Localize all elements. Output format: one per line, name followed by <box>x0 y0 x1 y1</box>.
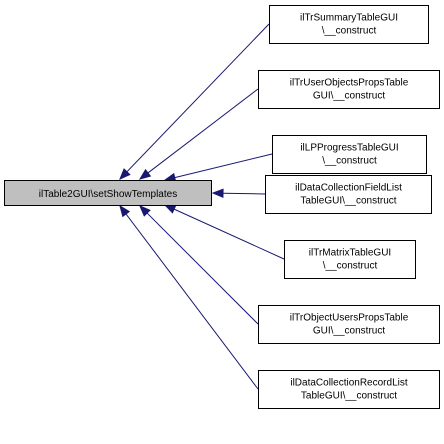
edge-arrowhead-2 <box>138 168 152 180</box>
caller-node-label-line-1: ilDataCollectionRecordList <box>290 378 407 389</box>
root-node-label: ilTable2GUI\setShowTemplates <box>39 189 177 200</box>
edge-line-4 <box>222 192 266 195</box>
edge-arrowhead-5 <box>163 204 177 214</box>
caller-node-label-line-1: ilTrSummaryTableGUI <box>300 13 398 24</box>
caller-node-label-line-2: \__construct <box>323 261 378 272</box>
edge-arrowhead-7 <box>119 204 131 218</box>
caller-node-label-line-1: ilTrObjectUsersPropsTable <box>290 313 409 324</box>
caller-node-1[interactable]: ilTrSummaryTableGUI \__construct <box>269 5 429 44</box>
root-node-box <box>4 180 212 206</box>
edge-line-3 <box>174 153 273 179</box>
edge-line-6 <box>146 212 259 325</box>
caller-node-box <box>258 305 440 344</box>
caller-node-label-line-1: ilTrMatrixTableGUI <box>309 248 391 259</box>
caller-node-label-line-2: \__construct <box>322 26 377 37</box>
caller-node-label-line-1: ilDataCollectionFieldList <box>295 183 402 194</box>
caller-node-7[interactable]: ilDataCollectionRecordListTableGUI\__con… <box>258 370 440 409</box>
root-node[interactable]: ilTable2GUI\setShowTemplates <box>4 180 212 206</box>
edge-line-7 <box>125 213 259 390</box>
caller-node-3[interactable]: ilLPProgressTableGUI \__construct <box>272 135 427 174</box>
edges <box>119 23 285 390</box>
caller-node-box <box>258 70 440 109</box>
edge-arrowhead-4 <box>211 188 224 198</box>
caller-node-box <box>258 370 440 409</box>
caller-node-label-line-2: TableGUI\__construct <box>301 391 397 402</box>
caller-node-label-line-1: ilTrUserObjectsPropsTable <box>290 78 409 89</box>
caller-node-label-line-1: ilLPProgressTableGUI <box>300 143 398 154</box>
edge-line-1 <box>126 23 270 173</box>
caller-node-label-line-2: TableGUI\__construct <box>300 196 396 207</box>
nodes: ilTable2GUI\setShowTemplates ilTrSummaryT… <box>4 5 440 409</box>
caller-node-5[interactable]: ilTrMatrixTableGUI \__construct <box>284 240 416 279</box>
edge-line-5 <box>173 208 285 260</box>
edge-arrowhead-6 <box>139 205 151 217</box>
edge-arrowhead-1 <box>119 168 131 180</box>
edge-line-2 <box>147 88 259 174</box>
caller-node-label-line-2: \__construct <box>322 156 377 167</box>
caller-node-box <box>265 175 432 214</box>
caller-node-box <box>284 240 416 279</box>
caller-node-label-line-2: GUI\__construct <box>313 326 385 337</box>
caller-node-label-line-2: GUI\__construct <box>313 91 385 102</box>
caller-node-box <box>269 5 429 44</box>
caller-node-box <box>272 135 427 174</box>
caller-node-4[interactable]: ilDataCollectionFieldListTableGUI\__cons… <box>265 175 432 214</box>
